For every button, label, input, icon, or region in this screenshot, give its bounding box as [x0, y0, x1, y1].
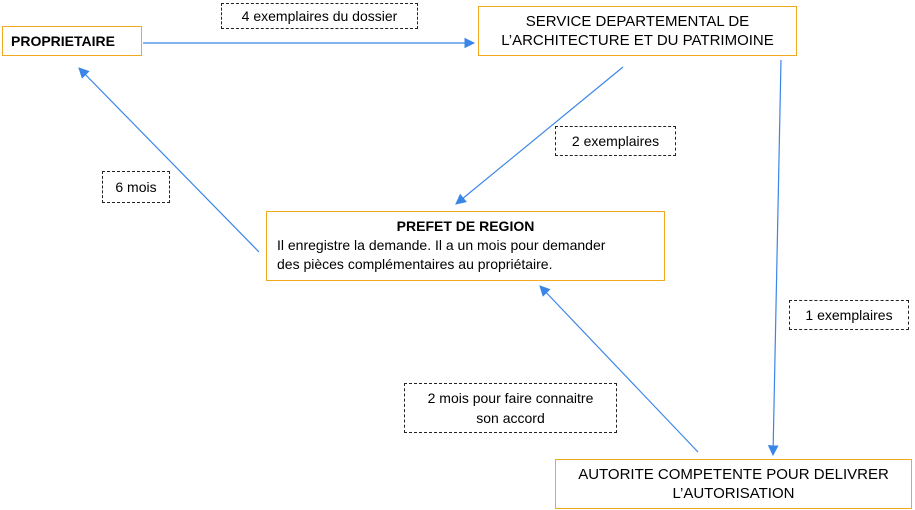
note-six-mois: 6 mois	[102, 171, 170, 203]
note-deux-mois-line1: 2 mois pour faire connaitre	[427, 390, 594, 406]
node-autorite-title-line2: L’AUTORISATION	[672, 485, 795, 502]
node-sdap-title-line1: SERVICE DEPARTEMENTAL DE	[525, 13, 750, 30]
note-deux-mois-line2: son accord	[476, 410, 545, 426]
note-deux-mois: 2 mois pour faire connaitre son accord	[404, 383, 617, 433]
arrow-sdap-to-prefet	[455, 66, 624, 205]
note-deux-exemplaires: 2 exemplaires	[555, 126, 676, 156]
note-quatre-exemplaires: 4 exemplaires du dossier	[221, 3, 418, 29]
node-prefet-title: PREFET DE REGION	[396, 218, 535, 234]
node-proprietaire-title: PROPRIETAIRE	[11, 33, 115, 49]
node-prefet-text-line2: des pièces complémentaires au propriétai…	[277, 256, 553, 272]
arrow-sdap-to-autorite	[767, 59, 782, 457]
node-sdap-title-line2: L’ARCHITECTURE ET DU PATRIMOINE	[501, 32, 774, 49]
node-autorite: AUTORITE COMPETENTE POUR DELIVRER L’AUTO…	[555, 459, 912, 509]
arrow-prefet-to-proprietaire	[78, 67, 260, 253]
node-proprietaire: PROPRIETAIRE	[2, 26, 142, 56]
note-un-exemplaire: 1 exemplaires	[789, 300, 909, 330]
arrow-autorite-to-prefet	[539, 285, 699, 453]
node-sdap: SERVICE DEPARTEMENTAL DE L’ARCHITECTURE …	[478, 6, 797, 56]
node-prefet: PREFET DE REGION Il enregistre la demand…	[266, 211, 665, 281]
node-autorite-title-line1: AUTORITE COMPETENTE POUR DELIVRER	[578, 466, 889, 483]
node-prefet-text-line1: Il enregistre la demande. Il a un mois p…	[277, 237, 606, 253]
